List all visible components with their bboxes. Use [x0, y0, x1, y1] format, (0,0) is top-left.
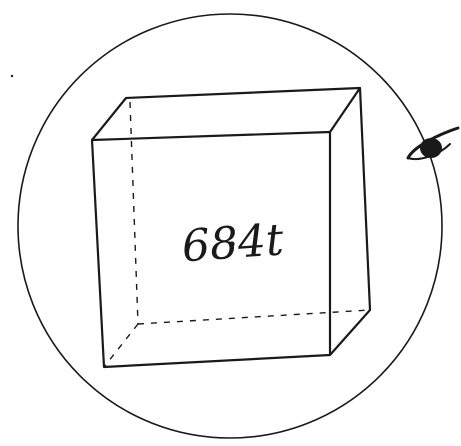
cube-right-face [330, 88, 370, 355]
label-dot [229, 241, 234, 246]
orbiting-body [408, 128, 458, 159]
stray-mark [11, 75, 13, 77]
hidden-vertical-edge [130, 102, 138, 324]
hidden-bottom-edge [138, 310, 370, 324]
hidden-diagonal-edge [104, 324, 138, 367]
